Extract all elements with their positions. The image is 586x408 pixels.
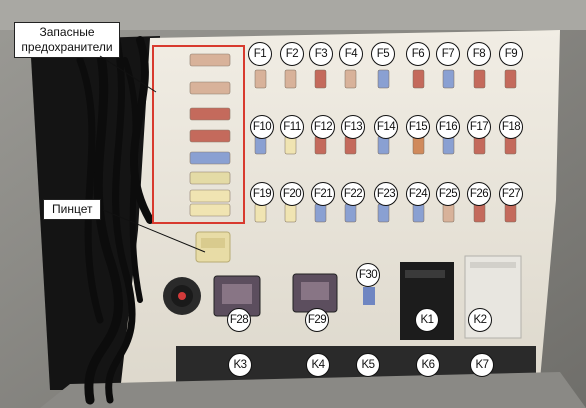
fuse-label-f21: F21 [311,182,335,206]
fuse-slot [473,69,486,89]
fuse-label-f20: F20 [280,182,304,206]
fuse-label-f29: F29 [305,308,329,332]
fuse-label-f1: F1 [248,42,272,66]
fuse-label-f22: F22 [341,182,365,206]
fuse-slot [314,203,327,223]
fuse-slot [412,203,425,223]
fuse-slot [284,69,297,89]
relay-label-k5: K5 [356,353,380,377]
maxi-fuse-f29 [292,273,338,313]
fuse-label-f15: F15 [406,115,430,139]
fuse-slot [504,203,517,223]
fuse-label-f19: F19 [250,182,274,206]
fuse-slot [473,203,486,223]
fuse-label-f18: F18 [499,115,523,139]
relay-label-k2: K2 [468,308,492,332]
relay-label-k4: K4 [306,353,330,377]
fuse-label-f28: F28 [227,308,251,332]
spare-fuse [189,81,231,95]
fuse-label-f5: F5 [371,42,395,66]
callout-tweezers: Пинцет [43,199,102,220]
spare-fuse [189,129,231,143]
fuse-slot [314,69,327,89]
wire-bundle-1 [105,26,136,404]
spare-fuse [189,189,231,203]
fuse-grid [254,69,517,223]
fuse-slot [284,203,297,223]
wire-bundle-0 [84,25,123,405]
relay-label-k7: K7 [470,353,494,377]
fuse-label-f17: F17 [467,115,491,139]
mini-fuse-f30 [363,287,375,305]
spare-fuse [189,151,231,165]
spare-fuse [189,171,231,185]
fuse-slot [254,69,267,89]
fuse-slot [442,69,455,89]
fuse-label-f8: F8 [467,42,491,66]
spare-fuse [189,53,231,67]
fuse-label-f26: F26 [467,182,491,206]
fuse-label-f24: F24 [406,182,430,206]
fuse-label-f4: F4 [339,42,363,66]
fuse-slot [344,203,357,223]
relay-label-k3: K3 [228,353,252,377]
fuse-label-f9: F9 [499,42,523,66]
relay-label-k6: K6 [416,353,440,377]
fuse-label-f11: F11 [280,115,304,139]
fuse-label-f27: F27 [499,182,523,206]
fuse-label-f3: F3 [309,42,333,66]
maxi-fuse-f28 [213,275,261,317]
fuse-label-f23: F23 [374,182,398,206]
fuse-label-f6: F6 [406,42,430,66]
fuse-slot [442,203,455,223]
fuse-slot [504,69,517,89]
fuse-label-f10: F10 [250,115,274,139]
fuse-label-f7: F7 [436,42,460,66]
fuse-label-f2: F2 [280,42,304,66]
fuse-label-f30: F30 [356,263,380,287]
fuse-label-f12: F12 [311,115,335,139]
fuse-slot [254,203,267,223]
fuse-label-f16: F16 [436,115,460,139]
fuse-label-f13: F13 [341,115,365,139]
relay-label-k1: K1 [415,308,439,332]
fuse-slot [377,203,390,223]
fuse-slot [412,69,425,89]
wire-bundle-4 [76,56,104,324]
wiring-harness [76,25,154,405]
bottom-sill [40,372,586,408]
fuse-label-f14: F14 [374,115,398,139]
fuse-slot [377,69,390,89]
spare-fuse-stack [189,53,231,217]
callout-spare-fuses: Запасные предохранители [14,22,120,58]
fuse-slot [344,69,357,89]
fuse-label-f25: F25 [436,182,460,206]
spare-fuse [189,107,231,121]
tweezers-tool [195,231,231,263]
spare-fuse [189,203,231,217]
lighter-socket [163,277,201,315]
